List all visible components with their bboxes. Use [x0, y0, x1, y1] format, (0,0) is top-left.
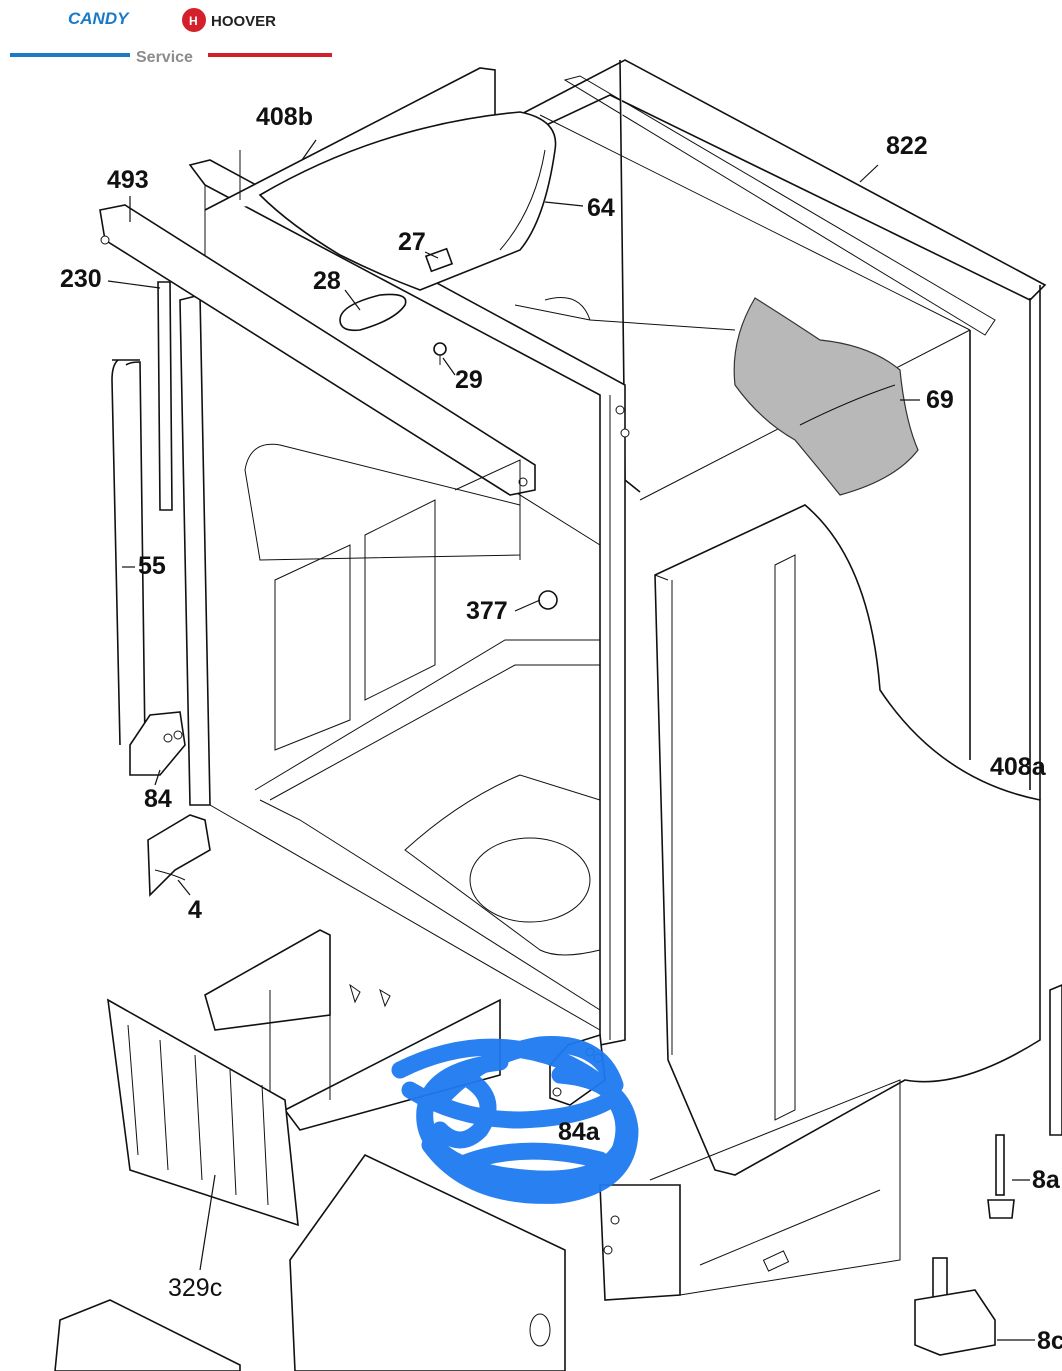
part-label-69: 69 — [926, 386, 954, 414]
base-frame — [204, 929, 901, 1301]
brand-logo: CANDY H HOOVER Service — [10, 8, 332, 66]
fastener-28 — [339, 293, 407, 332]
part-label-64: 64 — [587, 194, 615, 222]
part-label-493: 493 — [107, 166, 149, 194]
fastener-29 — [433, 342, 447, 365]
bracket-4 — [147, 814, 211, 897]
part-label-28: 28 — [313, 267, 341, 295]
foot-8a — [987, 1134, 1015, 1219]
part-label-4: 4 — [188, 896, 202, 924]
part-label-408a: 408a — [990, 753, 1047, 781]
fastener-377 — [538, 590, 558, 610]
part-label-8c: 8c — [1037, 1327, 1062, 1355]
part-label-55: 55 — [138, 552, 166, 580]
grille-panel-329c — [107, 998, 299, 1227]
top-cover — [514, 114, 971, 331]
candy-logo-text: CANDY — [68, 9, 130, 28]
hoover-emblem-icon — [182, 8, 206, 32]
lower-cover — [54, 1153, 566, 1371]
foot-8c — [914, 1257, 996, 1356]
leader-lines — [107, 139, 1035, 1341]
fastener-27 — [424, 247, 454, 273]
part-label-27: 27 — [398, 228, 426, 256]
duct-cover-64 — [258, 111, 557, 291]
bracket-84 — [129, 711, 186, 776]
part-label-329c: 329c — [168, 1274, 222, 1302]
hoover-emblem-mark: H — [189, 14, 198, 28]
top-frame-822 — [508, 59, 1047, 800]
side-strip-230 — [157, 281, 173, 511]
part-label-8a: 8a — [1032, 1166, 1061, 1194]
highlight-scribble — [391, 1036, 639, 1204]
edge-cut-parts — [1049, 984, 1062, 1136]
part-label-377: 377 — [466, 597, 508, 625]
side-panel-408a — [654, 504, 1041, 1176]
part-label-84a: 84a — [558, 1118, 601, 1146]
part-label-408b: 408b — [256, 103, 313, 131]
part-labels: 408b 822 493 64 27 230 28 29 69 55 377 4… — [60, 103, 1062, 1355]
hoover-logo-text: HOOVER — [211, 13, 276, 30]
part-label-84: 84 — [144, 785, 172, 813]
insulation-pad-69 — [733, 297, 919, 496]
inner-tub — [244, 443, 601, 1011]
part-label-822: 822 — [886, 132, 928, 160]
left-rod-55 — [111, 359, 146, 746]
service-logo-text: Service — [136, 49, 193, 66]
part-label-29: 29 — [455, 366, 483, 394]
part-label-230: 230 — [60, 265, 102, 293]
